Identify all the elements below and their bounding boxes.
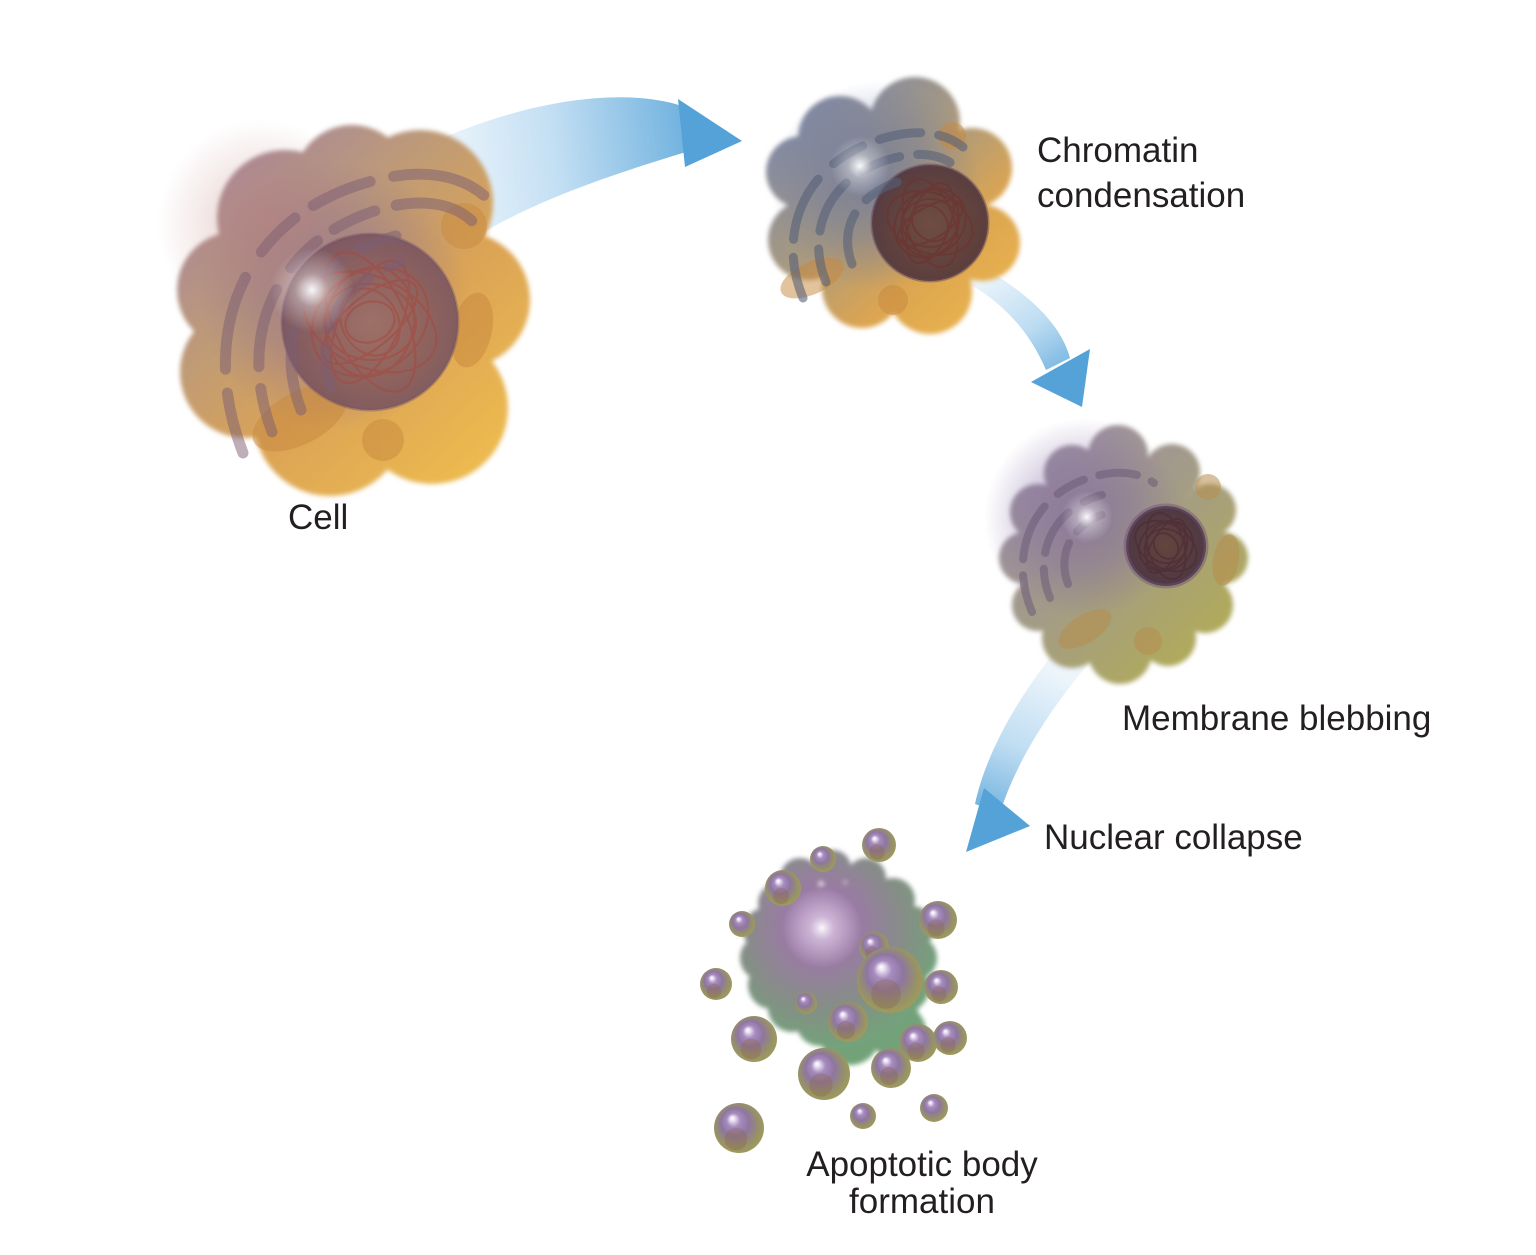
mass-highlight bbox=[782, 888, 862, 968]
label-apoptotic-body-line1: Apoptotic body bbox=[806, 1145, 1038, 1184]
label-nuclear-collapse: Nuclear collapse bbox=[1044, 818, 1303, 857]
cell-highlight bbox=[270, 248, 354, 332]
arrow-blebbing-to-bodies-icon bbox=[966, 655, 1090, 852]
chromatin-threads bbox=[1134, 511, 1198, 581]
apoptotic-body-cluster bbox=[700, 828, 967, 1153]
label-chromatin-condensation-line1: Chromatin bbox=[1037, 131, 1198, 170]
apoptotic-bodies bbox=[700, 828, 967, 1153]
arrow-chromatin-to-blebbing-icon bbox=[940, 252, 1090, 407]
cell-chromatin-condensation bbox=[766, 77, 1020, 334]
label-chromatin-condensation-line2: condensation bbox=[1037, 176, 1245, 215]
cell-membrane-blebbing bbox=[984, 418, 1248, 684]
cell-highlight bbox=[1061, 491, 1113, 543]
label-apoptotic-body-line2: formation bbox=[849, 1182, 995, 1221]
label-membrane-blebbing: Membrane blebbing bbox=[1122, 699, 1431, 738]
chromatin-threads bbox=[886, 178, 974, 268]
organelles bbox=[1058, 474, 1240, 655]
cell-highlight bbox=[830, 136, 890, 196]
cell-normal bbox=[157, 119, 530, 496]
label-cell: Cell bbox=[288, 498, 348, 537]
